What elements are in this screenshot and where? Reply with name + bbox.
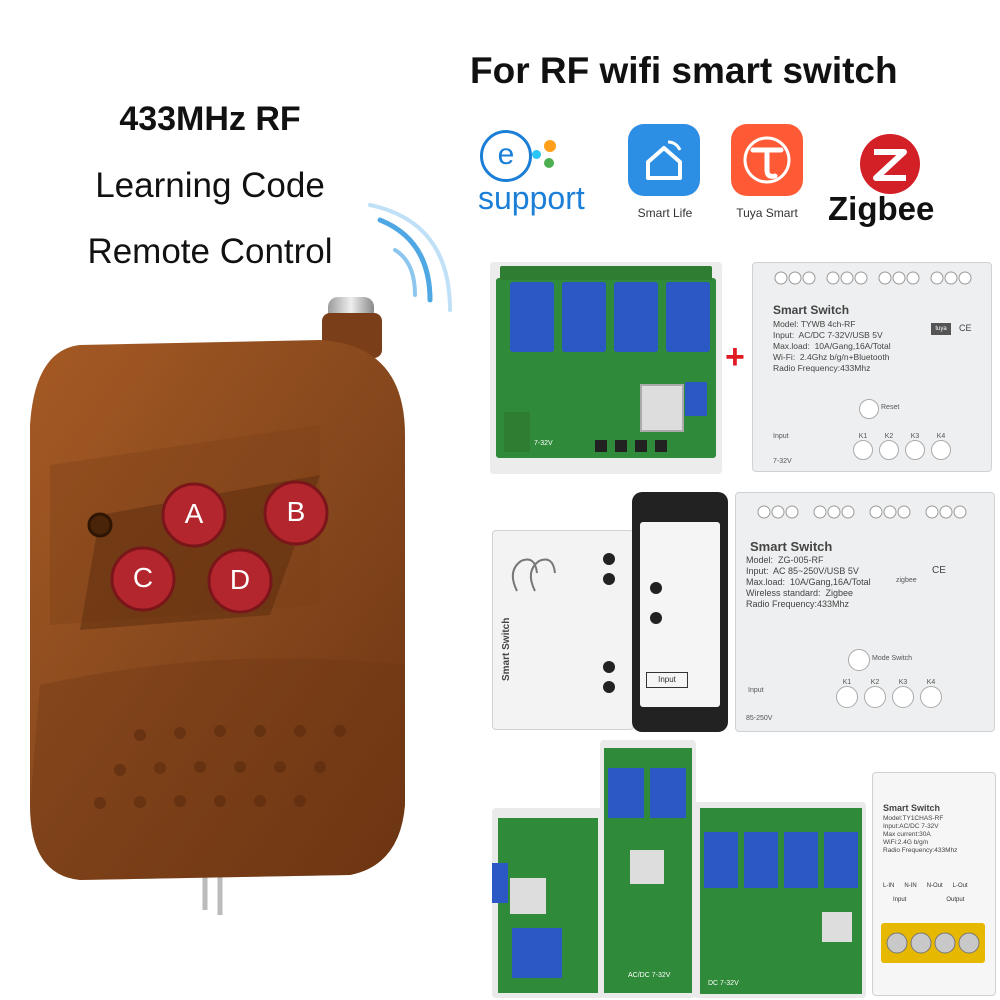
product3-model: Model:TY1CHAS-RF	[883, 815, 944, 822]
key-k2[interactable]: K2	[879, 433, 899, 460]
tuya-badge: tuya	[931, 323, 951, 335]
zigbee-badge: zigbee	[896, 577, 917, 584]
esupport-word: support	[478, 180, 585, 216]
product2-maxload: Max.load: 10A/Gang,16A/Total	[746, 577, 871, 587]
zigbee-z-icon	[860, 134, 920, 194]
relay-board-2ch: AC/DC 7-32V	[600, 740, 696, 998]
product2-voltage: 85-250V	[746, 715, 773, 722]
smart-life-house-icon	[628, 124, 700, 196]
product1-voltage: 7-32V	[773, 458, 792, 465]
antenna-icon	[511, 558, 556, 592]
mode-switch-label: Mode Switch	[872, 655, 913, 662]
product1-input: Input: AC/DC 7-32V/USB 5V	[773, 330, 883, 340]
relay-board-4ch: DC 7-32V	[694, 802, 866, 998]
tuya-label: Tuya Smart	[736, 206, 798, 220]
page-title: For RF wifi smart switch	[470, 50, 898, 91]
remote-control-image	[30, 297, 405, 915]
product-zg-001: Smart Switch	[492, 530, 634, 730]
product-zigbee-module: Input	[632, 492, 728, 732]
product1-title: Smart Switch	[773, 303, 850, 317]
mode-switch-button[interactable]	[848, 649, 870, 671]
key-k3[interactable]: K3	[905, 433, 925, 460]
board1-voltage: 7-32V	[534, 440, 553, 447]
key2-k3[interactable]: K3	[892, 679, 914, 708]
esupport-logo: e support	[478, 128, 618, 218]
smart-life-logo: Smart Life	[624, 124, 706, 224]
key2-k2[interactable]: K2	[864, 679, 886, 708]
product2-model: Model: ZG-005-RF	[746, 555, 824, 565]
product3-current: Max current:30A	[883, 831, 931, 838]
esupport-e-icon: e	[480, 130, 532, 182]
product-tywb-4ch-rf: Smart Switch Model: TYWB 4ch-RF Input: A…	[752, 262, 992, 472]
plus-icon: +	[725, 338, 745, 376]
terminal-row	[773, 269, 973, 287]
zigbee-word: Zigbee	[828, 190, 935, 227]
relay-board-1ch	[492, 808, 604, 998]
remote-button-d-label: D	[229, 564, 251, 595]
tuya-t-icon	[731, 124, 803, 196]
reset-button[interactable]	[859, 399, 879, 419]
product-ty1chas-rf: Smart Switch Model:TY1CHAS-RF Input:AC/D…	[872, 772, 996, 996]
product1-model: Model: TYWB 4ch-RF	[773, 319, 856, 329]
product1-key-row: K1 K2 K3 K4	[853, 433, 951, 460]
remote-button-c-label: C	[132, 562, 154, 593]
remote-button-a-label: A	[184, 498, 204, 529]
ce-mark-2: CE	[932, 565, 946, 576]
remote-button-b-label: B	[286, 496, 306, 527]
smart-life-label: Smart Life	[637, 206, 693, 220]
input-button[interactable]: Input	[646, 672, 688, 688]
tuya-logo: Tuya Smart	[722, 124, 812, 224]
key2-k1[interactable]: K1	[836, 679, 858, 708]
product2-input-label: Input	[748, 687, 764, 694]
product1-radio: Radio Frequency:433Mhz	[773, 363, 871, 373]
rf-heading: 433MHz RF	[119, 100, 301, 138]
product3-input: Input:AC/DC 7-32V	[883, 823, 939, 830]
product1-maxload: Max.load: 10A/Gang,16A/Total	[773, 341, 891, 351]
product-small-title: Smart Switch	[501, 617, 512, 681]
product-zg-005-rf: Smart Switch Model: ZG-005-RF Input: AC …	[735, 492, 995, 732]
relay-board-4ch-wifi: 7-32V	[490, 262, 722, 474]
reset-label: Reset	[881, 404, 900, 411]
terminal-block	[881, 923, 985, 963]
rf-line-remote: Remote Control	[87, 232, 333, 271]
remote-button-a	[161, 482, 227, 548]
rf-wave-icon	[368, 203, 452, 312]
product3-title: Smart Switch	[883, 803, 941, 813]
product2-key-row: K1 K2 K3 K4	[836, 679, 942, 708]
key-k4[interactable]: K4	[931, 433, 951, 460]
product2-title: Smart Switch	[750, 539, 833, 554]
product2-input: Input: AC 85~250V/USB 5V	[746, 566, 859, 576]
board5-voltage: AC/DC 7-32V	[628, 972, 671, 979]
product2-wireless: Wireless standard: Zigbee	[746, 588, 854, 598]
product1-input-label: Input	[773, 433, 789, 440]
product3-wifi: WiFi:2.4G b/g/n	[883, 839, 929, 846]
key2-k4[interactable]: K4	[920, 679, 942, 708]
product3-radio: Radio Frequency:433Mhz	[883, 847, 958, 854]
zigbee-logo: Zigbee	[822, 134, 972, 229]
board6-voltage: DC 7-32V	[708, 980, 739, 987]
key-k1[interactable]: K1	[853, 433, 873, 460]
ce-mark: CE	[959, 323, 972, 333]
product1-wifi: Wi-Fi: 2.4Ghz b/g/n+Bluetooth	[773, 352, 890, 362]
rf-line-learning: Learning Code	[95, 166, 325, 205]
product2-radio: Radio Frequency:433Mhz	[746, 599, 850, 609]
